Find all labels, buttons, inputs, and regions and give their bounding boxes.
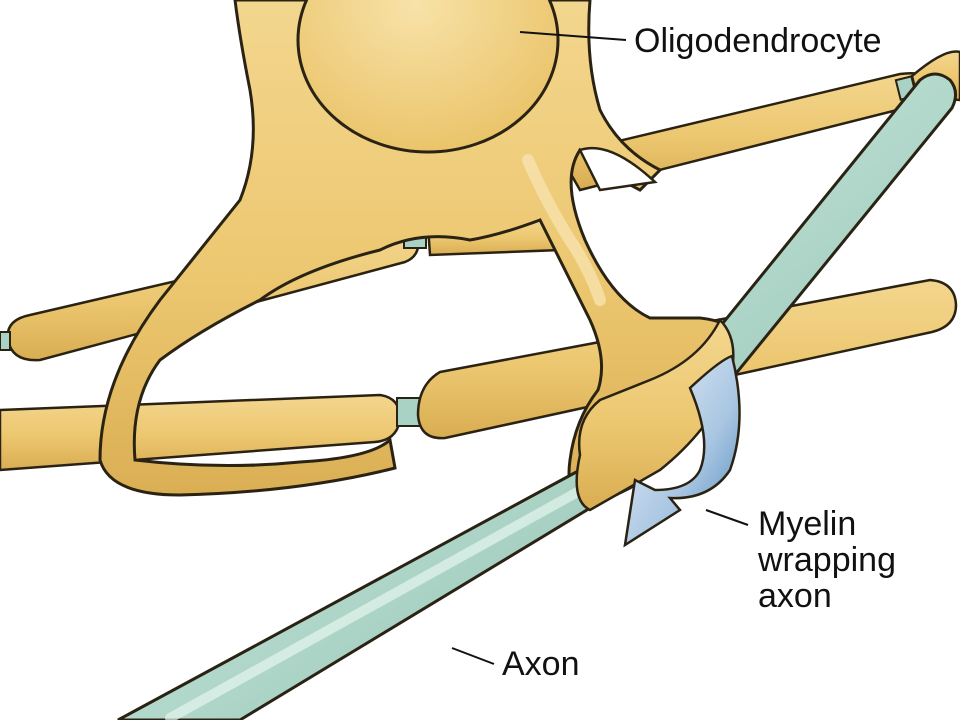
myelin-wrap xyxy=(575,317,735,512)
myelin-wrap-flap xyxy=(575,317,735,512)
left-node-of-ranvier xyxy=(0,331,11,351)
oligodendrocyte-label: Oligodendrocyte xyxy=(634,22,882,60)
axon-highlight xyxy=(165,469,615,720)
upper-process-loop xyxy=(578,146,658,192)
myelin-wrapping-axon-label: Myelin wrapping axon xyxy=(758,506,896,614)
oligodendrocyte-leader-line xyxy=(519,31,627,41)
axon-leader-line xyxy=(451,647,495,665)
oligodendrocyte-cell xyxy=(98,0,742,512)
myelin-label-line-3: axon xyxy=(758,577,832,615)
myelin-leader-line xyxy=(705,509,749,526)
process-highlight xyxy=(522,154,606,306)
oligodendrocyte-body xyxy=(98,0,742,512)
axon-label: Axon xyxy=(502,645,580,683)
myelin-label-line-1: Myelin xyxy=(758,505,857,543)
wrapping-arrow-shape xyxy=(623,354,741,548)
myelin-label-line-2: wrapping xyxy=(758,541,896,579)
wrapping-arrow xyxy=(623,354,741,548)
oligodendrocyte-nucleus xyxy=(296,0,560,154)
